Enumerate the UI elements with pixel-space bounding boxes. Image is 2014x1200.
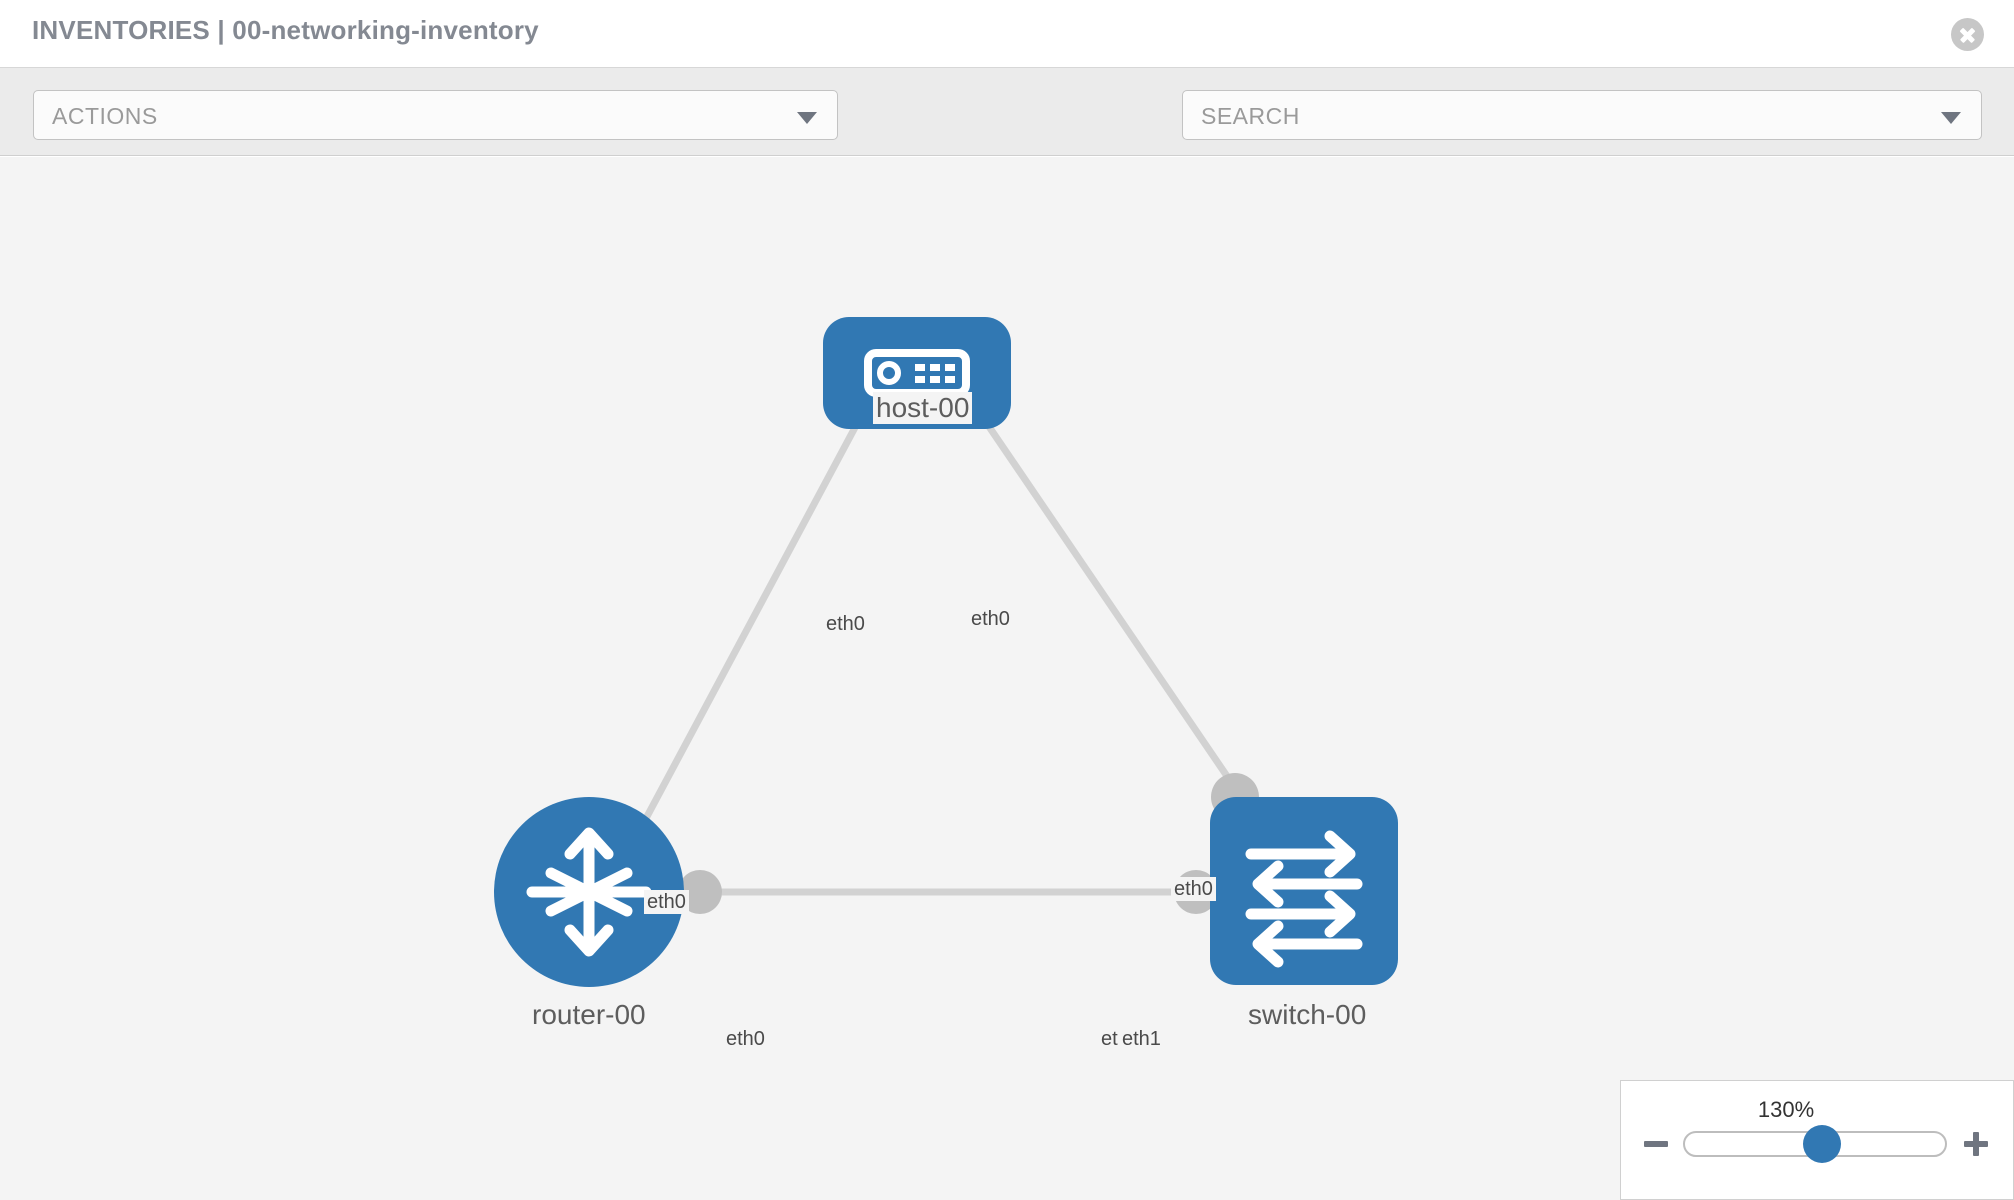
- switch-arrows-icon: [1245, 830, 1363, 968]
- plus-icon[interactable]: [1961, 1129, 1991, 1159]
- actions-dropdown-label: ACTIONS: [52, 103, 158, 129]
- node-router-00: [494, 797, 684, 987]
- minus-icon[interactable]: [1641, 1129, 1671, 1159]
- node-switch-00: [1210, 797, 1398, 985]
- topology-graph: [494, 317, 1398, 987]
- zoom-control-panel: 130%: [1620, 1080, 2014, 1200]
- search-dropdown[interactable]: SEARCH: [1182, 90, 1982, 140]
- topology-canvas[interactable]: host-00 router-00 switch-00 eth0 eth0 et…: [0, 157, 2014, 1200]
- zoom-level-value: 130%: [1757, 1097, 1815, 1122]
- iface-label: eth0: [1171, 877, 1216, 901]
- iface-label: eth0: [644, 890, 689, 914]
- connector-router-right: [678, 870, 722, 914]
- window-header: INVENTORIES | 00-networking-inventory: [0, 0, 2014, 68]
- node-label-router-00: router-00: [529, 999, 649, 1031]
- zoom-slider-thumb[interactable]: [1803, 1125, 1841, 1163]
- link-host-switch: [942, 360, 1251, 809]
- actions-dropdown[interactable]: ACTIONS: [33, 90, 838, 140]
- page-title: INVENTORIES | 00-networking-inventory: [32, 15, 539, 45]
- link-host-router: [616, 360, 894, 869]
- iface-label: eth0: [968, 607, 1013, 631]
- iface-label: eth0: [823, 612, 868, 636]
- chevron-down-icon: [797, 112, 817, 124]
- node-label-host-00: host-00: [873, 392, 973, 424]
- node-label-switch-00: switch-00: [1245, 999, 1370, 1031]
- iface-label: eth1: [1119, 1027, 1164, 1051]
- router-arrows-icon: [526, 827, 652, 957]
- chevron-down-icon: [1941, 112, 1961, 124]
- toolbar: ACTIONS SEARCH: [0, 68, 2014, 195]
- link-layer: [616, 360, 1251, 896]
- search-input-placeholder: SEARCH: [1201, 103, 1300, 129]
- iface-label: eth0: [723, 1027, 768, 1051]
- close-icon[interactable]: [1951, 18, 1984, 51]
